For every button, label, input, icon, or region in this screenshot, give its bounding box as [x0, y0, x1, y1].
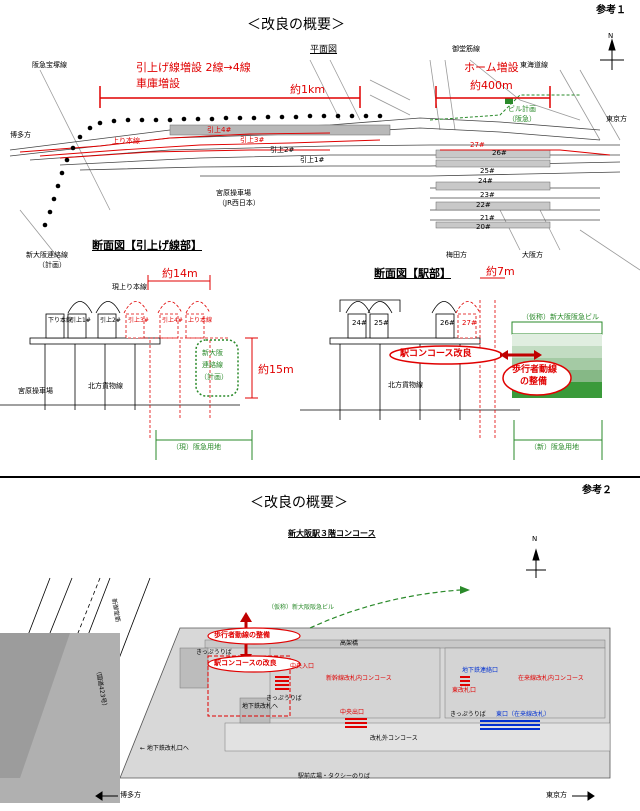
reference-2-panel: 参考２ ＜改良の概要＞ 新大阪駅３階コンコース N （仮称）新大阪阪急ビル 歩行… — [0, 478, 640, 811]
floor-title: 新大阪駅３階コンコース — [288, 529, 376, 538]
label-umeda-direction: 梅田方 — [446, 251, 467, 259]
section-a-height: 約15m — [258, 363, 294, 376]
label-plaza: 駅前広場・タクシーのりば — [298, 773, 371, 780]
label-outside-concourse: 改札外コンコース — [370, 735, 418, 742]
label-siding-work: 引上げ線増設 2線→4線 — [136, 61, 251, 74]
label-current-up-main: 現上り本線 — [112, 283, 147, 291]
label-midosuji: 御堂筋線 — [452, 45, 480, 53]
label-miyahara-yard: 宮原操車場 — [18, 387, 53, 395]
north-indicator: N — [532, 535, 538, 543]
label-hakata-direction: 博多方 — [10, 131, 31, 139]
label-subway-to-2: ← 地下鉄改札口へ — [140, 745, 189, 752]
section-b-box: 25# — [374, 319, 389, 327]
page-title: ＜改良の概要＞ — [247, 17, 345, 33]
section-a-box: 引上1# — [70, 317, 91, 324]
label-osaka-direction: 大阪方 — [522, 251, 543, 259]
section-b-box: 24# — [352, 319, 367, 327]
label-tokyo-direction: 東京方 — [546, 791, 567, 799]
shin-osaka-box-line: 連絡線 — [202, 361, 223, 369]
plan-and-section-drawing — [0, 38, 640, 460]
track-label: 20# — [476, 223, 491, 231]
track-label: 引上1# — [300, 156, 325, 164]
section-a-box: 引上3# — [128, 317, 149, 324]
label-concourse-improvement: 駅コンコース改良 — [400, 349, 472, 359]
label-depot-work: 車庫増設 — [136, 77, 180, 90]
label-tokaido: 東海道線 — [520, 61, 548, 69]
label-east-gate: 東改札口 — [452, 687, 477, 694]
label-tokyo-direction: 東京方 — [606, 115, 627, 123]
section-b-title: 断面図【駅部】 — [374, 267, 451, 280]
label-platform-work: ホーム増設 — [464, 61, 519, 74]
label-new-building: （仮称）新大阪阪急ビル — [522, 313, 599, 321]
track-label: 24# — [478, 177, 493, 185]
track-label: 23# — [480, 191, 495, 199]
label-elevated: 高架橋 — [340, 640, 359, 647]
track-label: 26# — [492, 149, 507, 157]
track-label: 引上4# — [207, 126, 232, 134]
label-concourse-improvement: 駅コンコースの改良 — [214, 659, 277, 667]
label-central-entrance: 中央入口 — [290, 663, 315, 670]
reference-number: 参考２ — [582, 485, 612, 496]
label-new-building: （仮称）新大阪阪急ビル — [268, 604, 335, 611]
track-label: 引上3# — [240, 136, 265, 144]
label-up-main: 上り本線 — [112, 137, 140, 145]
section-b-width: 約7m — [486, 265, 515, 278]
label-400m: 約400m — [470, 79, 513, 92]
section-a-box: 引上4# — [162, 317, 183, 324]
label-hankyu-takarazuka: 阪急宝塚線 — [32, 61, 67, 69]
label-new-land: （新）阪急用地 — [530, 443, 579, 451]
label-ticket-office-3: きっぷうりば — [450, 711, 486, 718]
label-shinkansen-concourse: 新幹線改札内コンコース — [326, 675, 392, 682]
section-b-box: 27# — [462, 319, 477, 327]
track-label: 27# — [470, 141, 485, 149]
section-a-box: 上り本線 — [188, 317, 213, 324]
label-building-plan-sub: （阪急） — [508, 115, 536, 123]
section-a-box: 下り本線 — [48, 317, 73, 324]
label-kitakata-freight: 北方貨物線 — [88, 382, 123, 390]
section-a-box: 引上2# — [100, 317, 121, 324]
label-kitakata-freight-b: 北方貨物線 — [388, 381, 423, 389]
label-ticket-office-1: きっぷうりば — [196, 649, 232, 656]
plan-title: 平面図 — [310, 45, 338, 55]
label-building-plan: ビル計画 — [508, 105, 536, 113]
track-label: 21# — [480, 214, 495, 222]
label-east-exit: 東口（在来線改札） — [496, 711, 551, 718]
section-b-box: 26# — [440, 319, 455, 327]
label-1km: 約1km — [290, 83, 326, 96]
panel-divider — [0, 476, 640, 478]
label-subway-transfer: 地下鉄連絡口 — [462, 667, 499, 674]
reference-number: 参考１ — [596, 5, 626, 16]
concourse-floor-plan — [0, 548, 611, 803]
label-walkway-2: の整備 — [520, 377, 548, 387]
label-plan-note: （計画） — [38, 261, 66, 269]
shin-osaka-box-line: （計画） — [200, 373, 228, 381]
track-label: 22# — [476, 201, 491, 209]
label-subway-to: 地下鉄改札へ — [242, 703, 279, 710]
label-walkway: 歩行者動線の整備 — [214, 631, 270, 639]
label-miyahara: 宮原操車場 — [216, 189, 251, 197]
label-zairai-concourse: 在来線改札内コンコース — [518, 675, 584, 682]
reference-1-panel: 参考１ ＜改良の概要＞ 平面図 阪急宝塚線 御堂筋線 東海道線 引上げ線増設 2… — [0, 5, 640, 460]
north-indicator: N — [608, 32, 614, 40]
track-label: 25# — [480, 167, 495, 175]
section-a-title: 断面図【引上げ線部】 — [92, 239, 202, 252]
label-hakata-direction: 博多方 — [120, 791, 141, 799]
track-label: 引上2# — [270, 146, 295, 154]
page-title: ＜改良の概要＞ — [250, 495, 348, 511]
section-a-width: 約14m — [162, 267, 198, 280]
label-central-exit: 中央出口 — [340, 709, 365, 716]
label-current-land: （現）阪急用地 — [172, 443, 221, 451]
label-ticket-office-2: きっぷうりば — [266, 695, 302, 702]
label-shin-osaka-line: 新大阪連絡線 — [26, 251, 68, 259]
shin-osaka-box-line: 新大阪 — [202, 349, 223, 357]
label-jr-west: （JR西日本） — [218, 199, 260, 207]
label-walkway-1: 歩行者動線 — [512, 365, 558, 375]
